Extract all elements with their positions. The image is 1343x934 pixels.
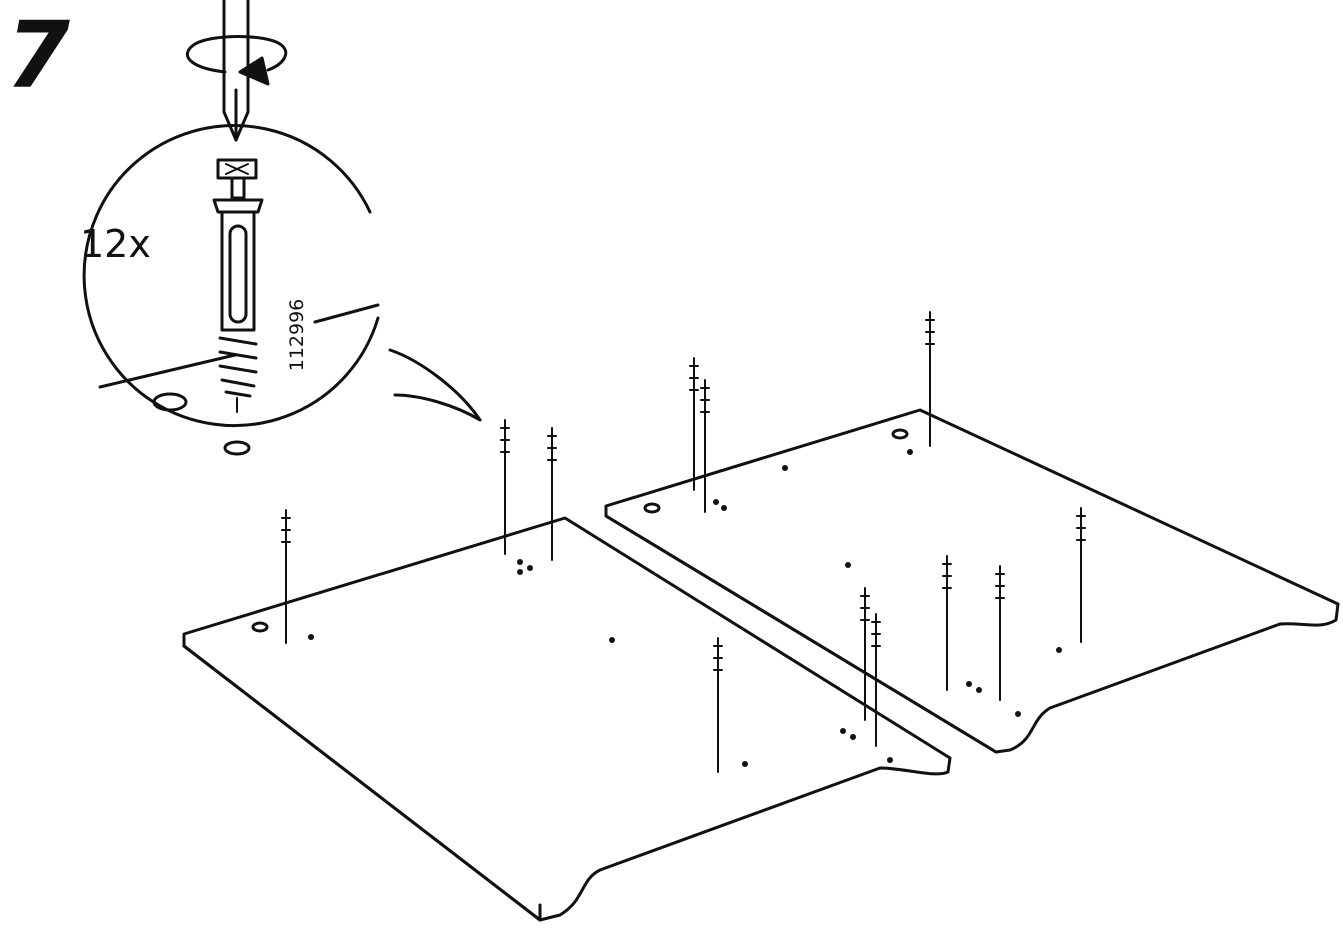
right-panel <box>604 408 1340 754</box>
left-panel <box>182 516 952 922</box>
panel-holes <box>308 449 1062 767</box>
cam-lock-dowel-icon <box>212 158 264 413</box>
step-number: 7 <box>6 2 70 109</box>
panel-dowels <box>281 311 1086 773</box>
detail-magnifier <box>82 124 482 456</box>
part-number-label: 112996 <box>286 298 308 372</box>
clockwise-rotation-arrow-icon <box>185 35 288 86</box>
quantity-label: 12x <box>80 222 151 266</box>
